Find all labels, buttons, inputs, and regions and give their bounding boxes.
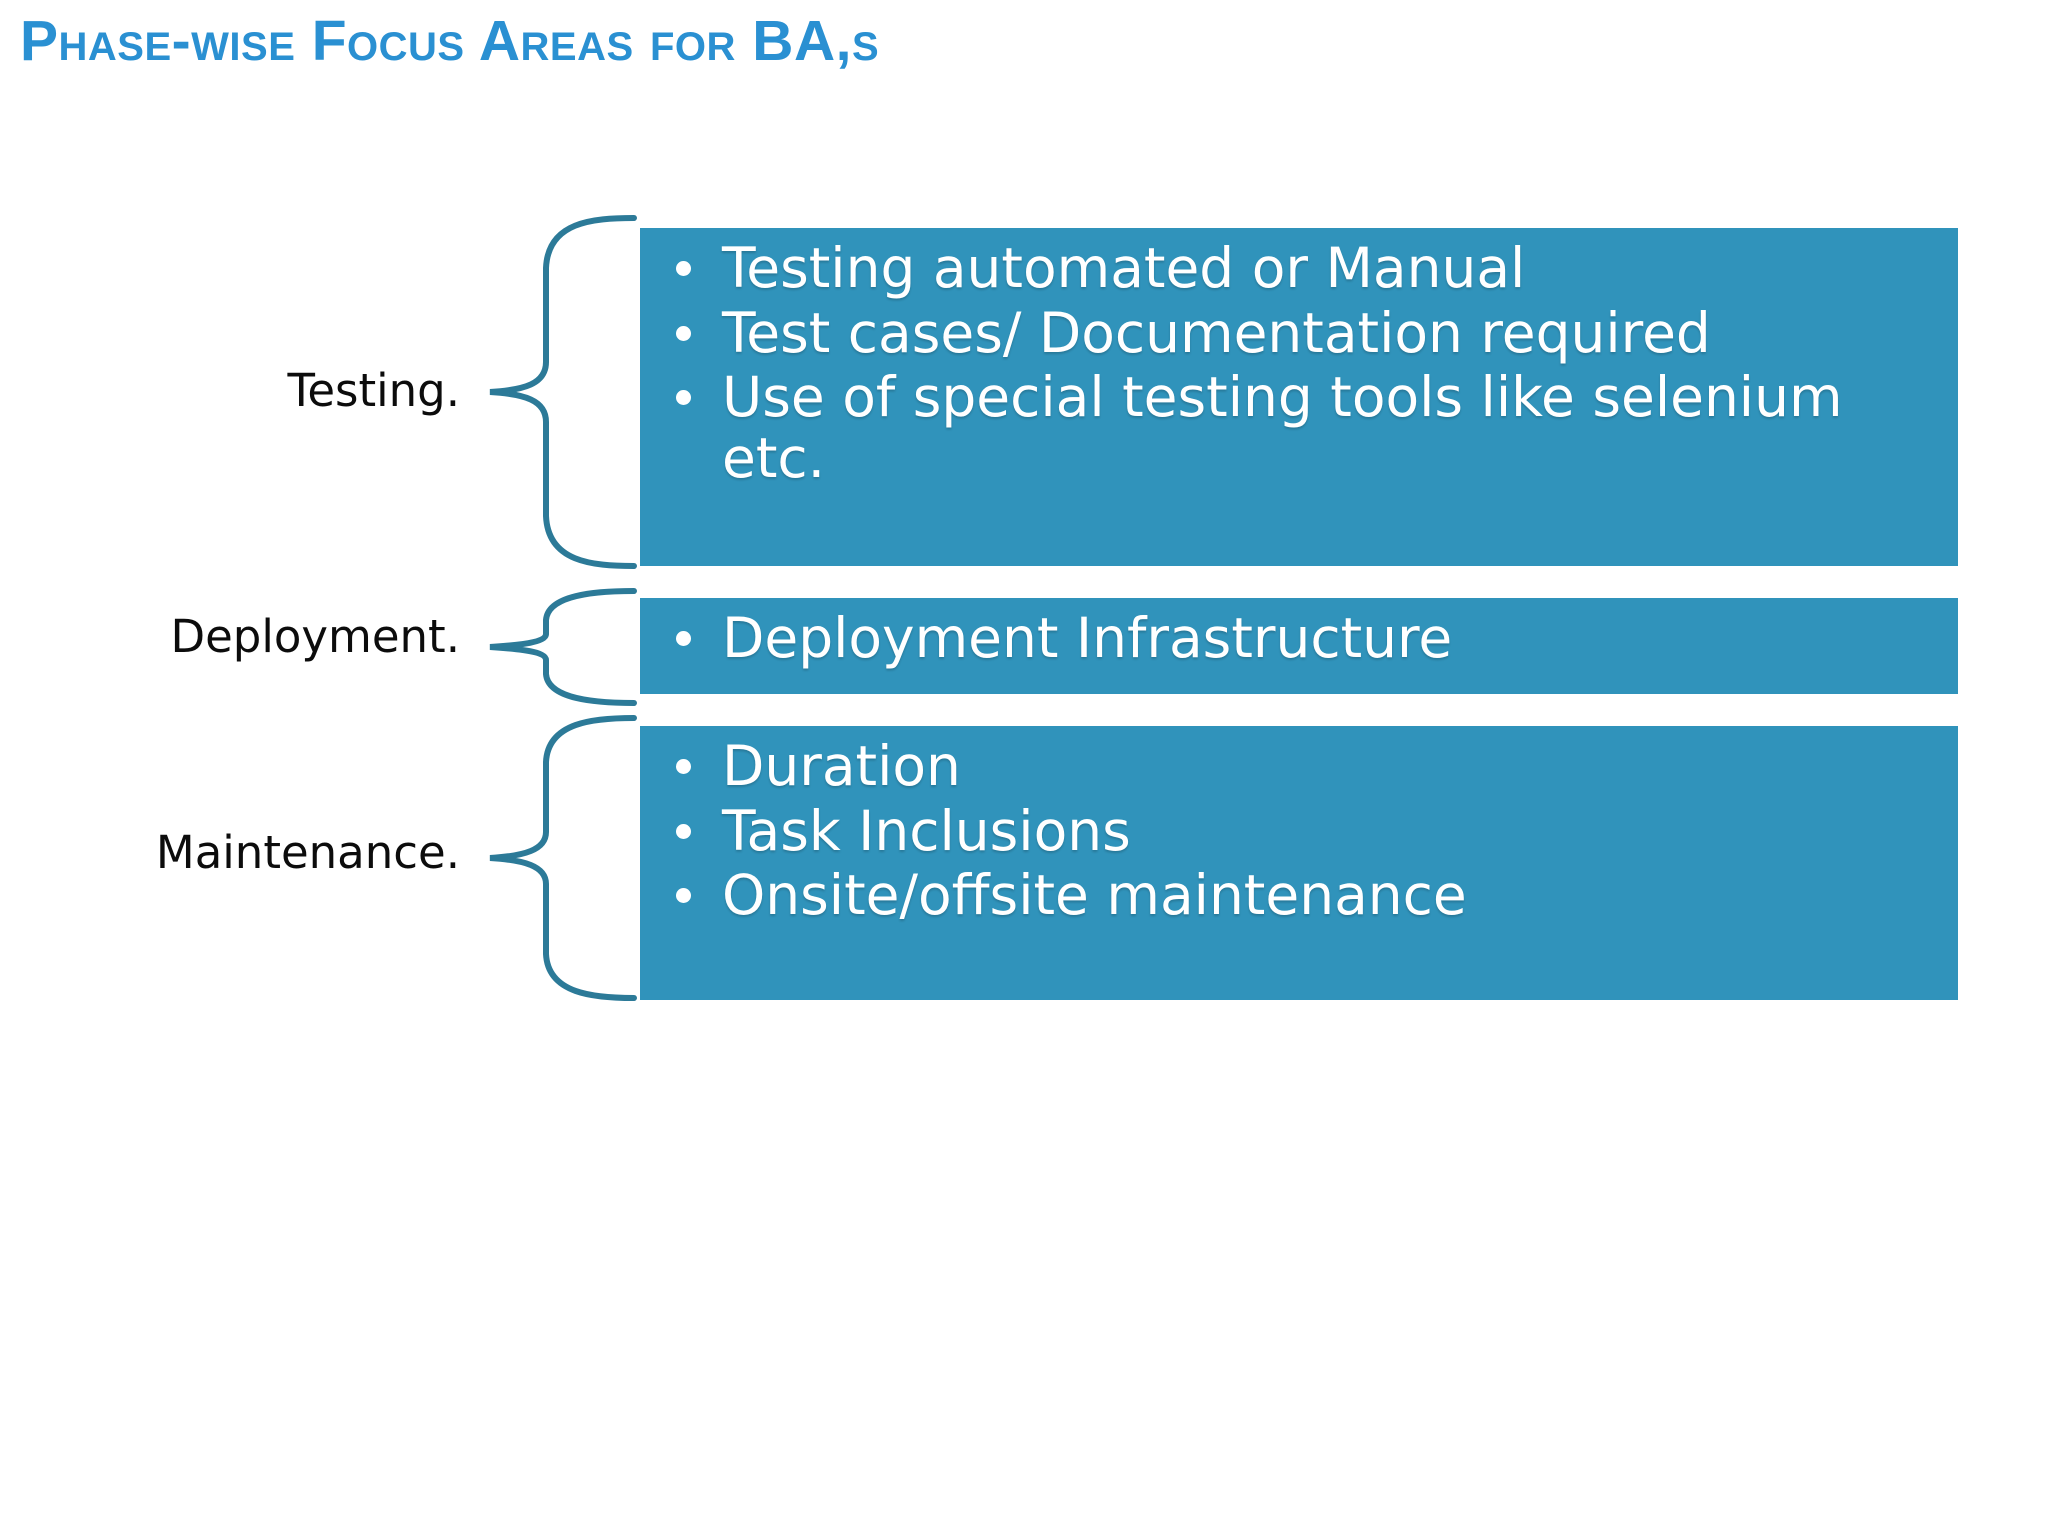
list-item: Deployment Infrastructure <box>666 608 1932 669</box>
bullet-dot-icon <box>676 823 691 839</box>
title-part: hase-wise <box>58 9 312 73</box>
bullet-list-maintenance: Duration Task Inclusions Onsite/offsite … <box>666 736 1932 926</box>
title-part: BA <box>752 9 836 73</box>
bullet-dot-icon <box>676 631 691 647</box>
content-panel-maintenance: Duration Task Inclusions Onsite/offsite … <box>640 726 1958 1000</box>
content-panel-deployment: Deployment Infrastructure <box>640 598 1958 694</box>
list-item: Testing automated or Manual <box>666 238 1932 299</box>
bullet-dot-icon <box>676 759 691 775</box>
bullet-dot-icon <box>676 325 691 341</box>
curly-brace-icon-maintenance <box>489 715 637 1001</box>
page-title: Phase-wise Focus Areas for BA,s <box>20 9 880 73</box>
bullet-dot-icon <box>676 261 691 277</box>
title-part: P <box>20 9 59 73</box>
list-item: Use of special testing tools like seleni… <box>666 367 1932 488</box>
bullet-text: Test cases/ Documentation required <box>722 300 1711 365</box>
list-item: Onsite/offsite maintenance <box>666 865 1932 926</box>
bullet-list-deployment: Deployment Infrastructure <box>666 608 1932 669</box>
title-part: ,s <box>835 9 880 73</box>
bullet-dot-icon <box>676 390 691 406</box>
title-part: for <box>650 9 753 73</box>
curly-brace-icon-deployment <box>489 588 637 706</box>
phase-label-testing: Testing. <box>287 364 460 417</box>
content-panel-testing: Testing automated or Manual Test cases/ … <box>640 228 1958 566</box>
bullet-text: Use of special testing tools like seleni… <box>722 365 1843 490</box>
bullet-list-testing: Testing automated or Manual Test cases/ … <box>666 238 1932 488</box>
list-item: Test cases/ Documentation required <box>666 300 1932 365</box>
phase-label-maintenance: Maintenance. <box>155 826 460 879</box>
curly-brace-icon-testing <box>489 215 637 569</box>
bullet-text: Testing automated or Manual <box>722 236 1526 300</box>
list-item: Task Inclusions <box>666 798 1932 863</box>
title-part: ocus <box>347 9 479 73</box>
list-item: Duration <box>666 736 1932 797</box>
bullet-text: Deployment Infrastructure <box>722 606 1453 670</box>
title-part: A <box>478 9 521 73</box>
phase-label-deployment: Deployment. <box>170 610 460 663</box>
bullet-dot-icon <box>676 888 691 904</box>
bullet-text: Duration <box>722 734 961 798</box>
bullet-text: Task Inclusions <box>722 798 1131 863</box>
title-part: F <box>311 9 348 73</box>
title-part: reas <box>520 9 650 73</box>
bullet-text: Onsite/offsite maintenance <box>722 863 1467 927</box>
